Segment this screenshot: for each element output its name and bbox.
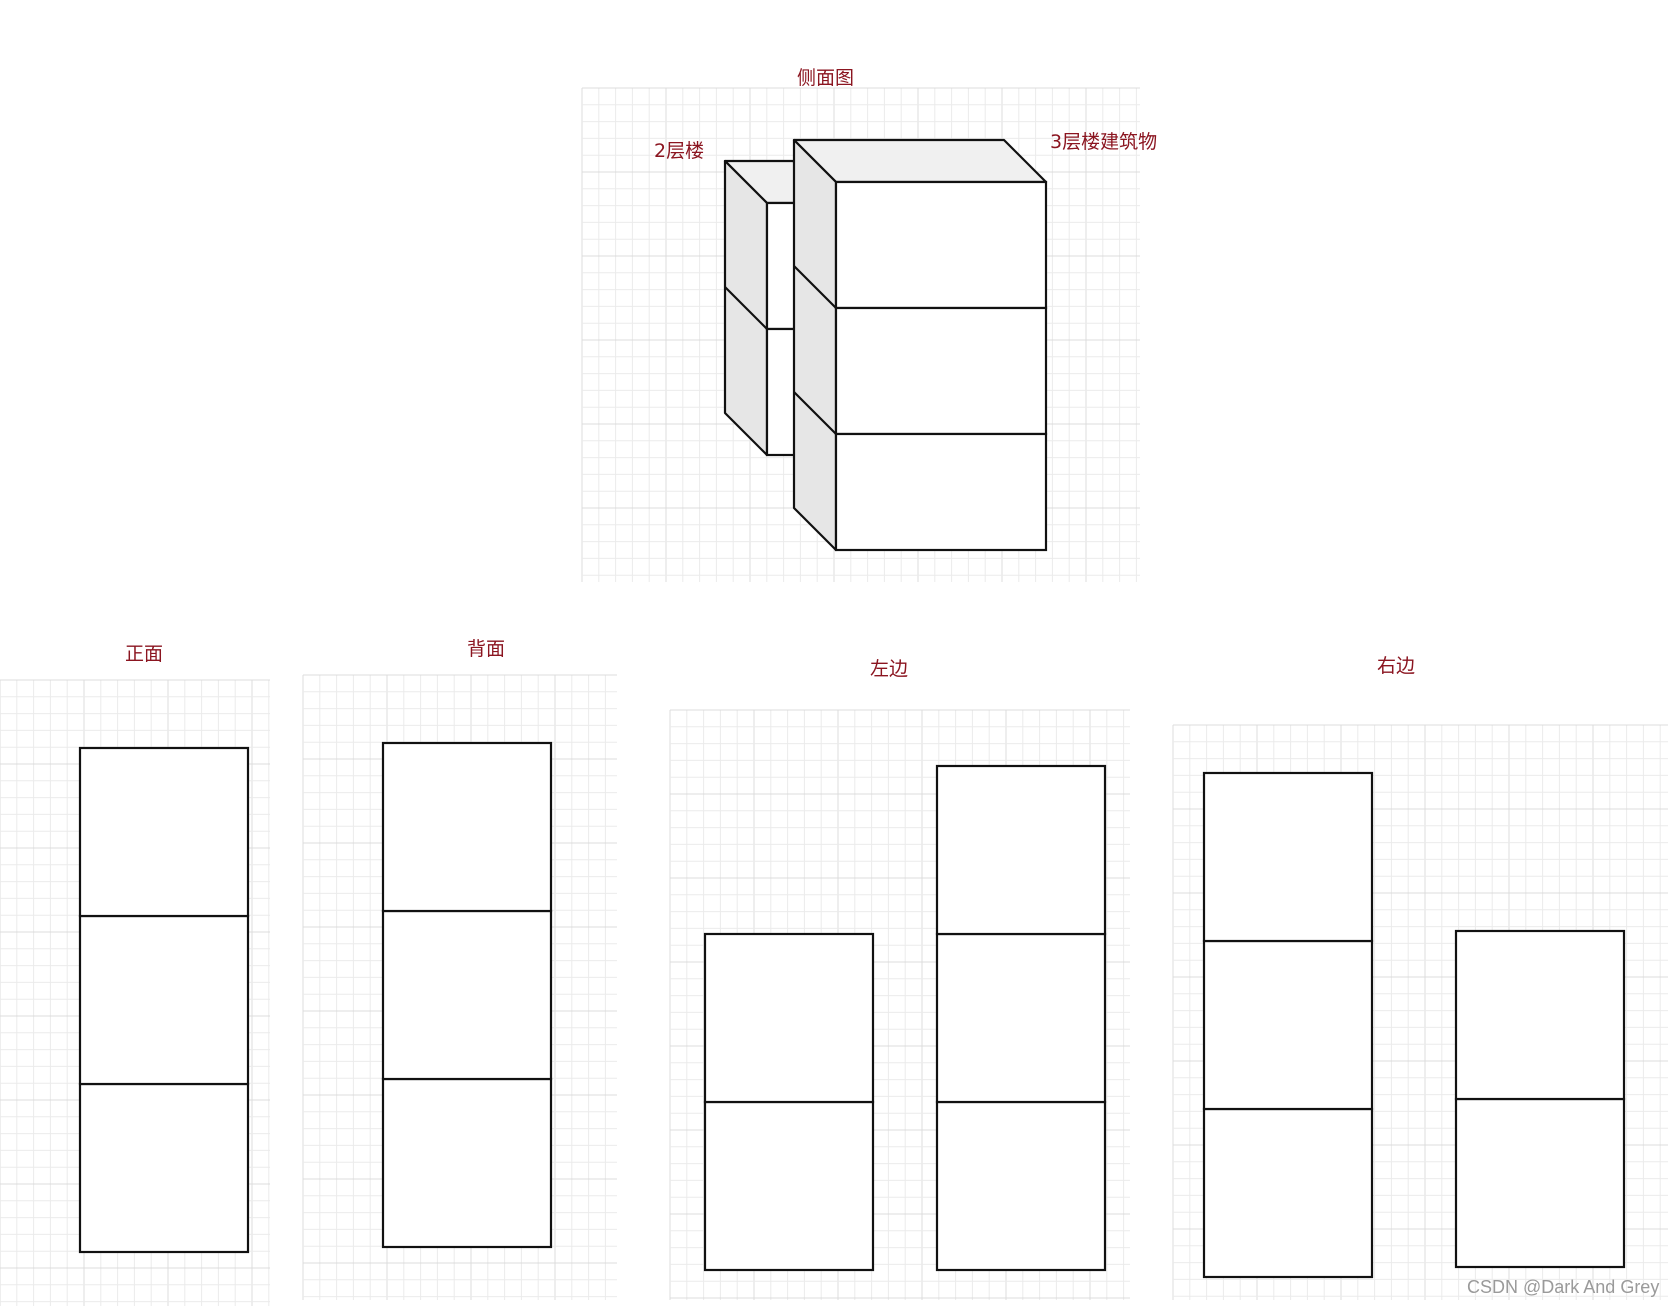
label-three-story: 3层楼建筑物 bbox=[1050, 131, 1157, 153]
label-back: 背面 bbox=[467, 638, 505, 660]
left-view-floor bbox=[935, 764, 1107, 936]
left-view-floor bbox=[935, 932, 1107, 1104]
label-side-view: 侧面图 bbox=[797, 67, 854, 89]
right-view-floor bbox=[1454, 1097, 1626, 1269]
right-view bbox=[1202, 771, 1626, 1279]
three-story-side-floor-line bbox=[793, 265, 837, 309]
back-view-floor bbox=[381, 1077, 553, 1249]
right-view-floor bbox=[1202, 771, 1374, 943]
right-view-floor bbox=[1202, 939, 1374, 1111]
two-story-side-floor-line bbox=[724, 286, 768, 330]
front-view-floor bbox=[78, 914, 250, 1086]
front-view bbox=[78, 746, 250, 1254]
three-story-floor-3 bbox=[834, 180, 1048, 310]
left-view-floor bbox=[703, 1100, 875, 1272]
three-story-top-face bbox=[792, 138, 1048, 184]
right-view-floor bbox=[1202, 1107, 1374, 1279]
label-right: 右边 bbox=[1377, 655, 1415, 677]
back-view-floor bbox=[381, 741, 553, 913]
three-story-building bbox=[792, 138, 1048, 552]
label-front: 正面 bbox=[125, 643, 163, 665]
back-view bbox=[381, 741, 553, 1249]
back-view-floor bbox=[381, 909, 553, 1081]
label-two-story: 2层楼 bbox=[654, 140, 704, 162]
front-view-floor bbox=[78, 746, 250, 918]
label-left: 左边 bbox=[870, 658, 908, 680]
three-story-side-floor-line bbox=[793, 391, 837, 435]
side-view-diagram bbox=[723, 138, 1048, 552]
three-story-floor-1 bbox=[834, 432, 1048, 552]
three-story-floor-2 bbox=[834, 306, 1048, 436]
front-view-floor bbox=[78, 1082, 250, 1254]
left-view bbox=[703, 764, 1107, 1272]
three-story-side-face bbox=[792, 138, 838, 552]
left-view-floor bbox=[703, 932, 875, 1104]
watermark: CSDN @Dark And Grey bbox=[1467, 1277, 1659, 1297]
right-view-floor bbox=[1454, 929, 1626, 1101]
left-view-floor bbox=[935, 1100, 1107, 1272]
